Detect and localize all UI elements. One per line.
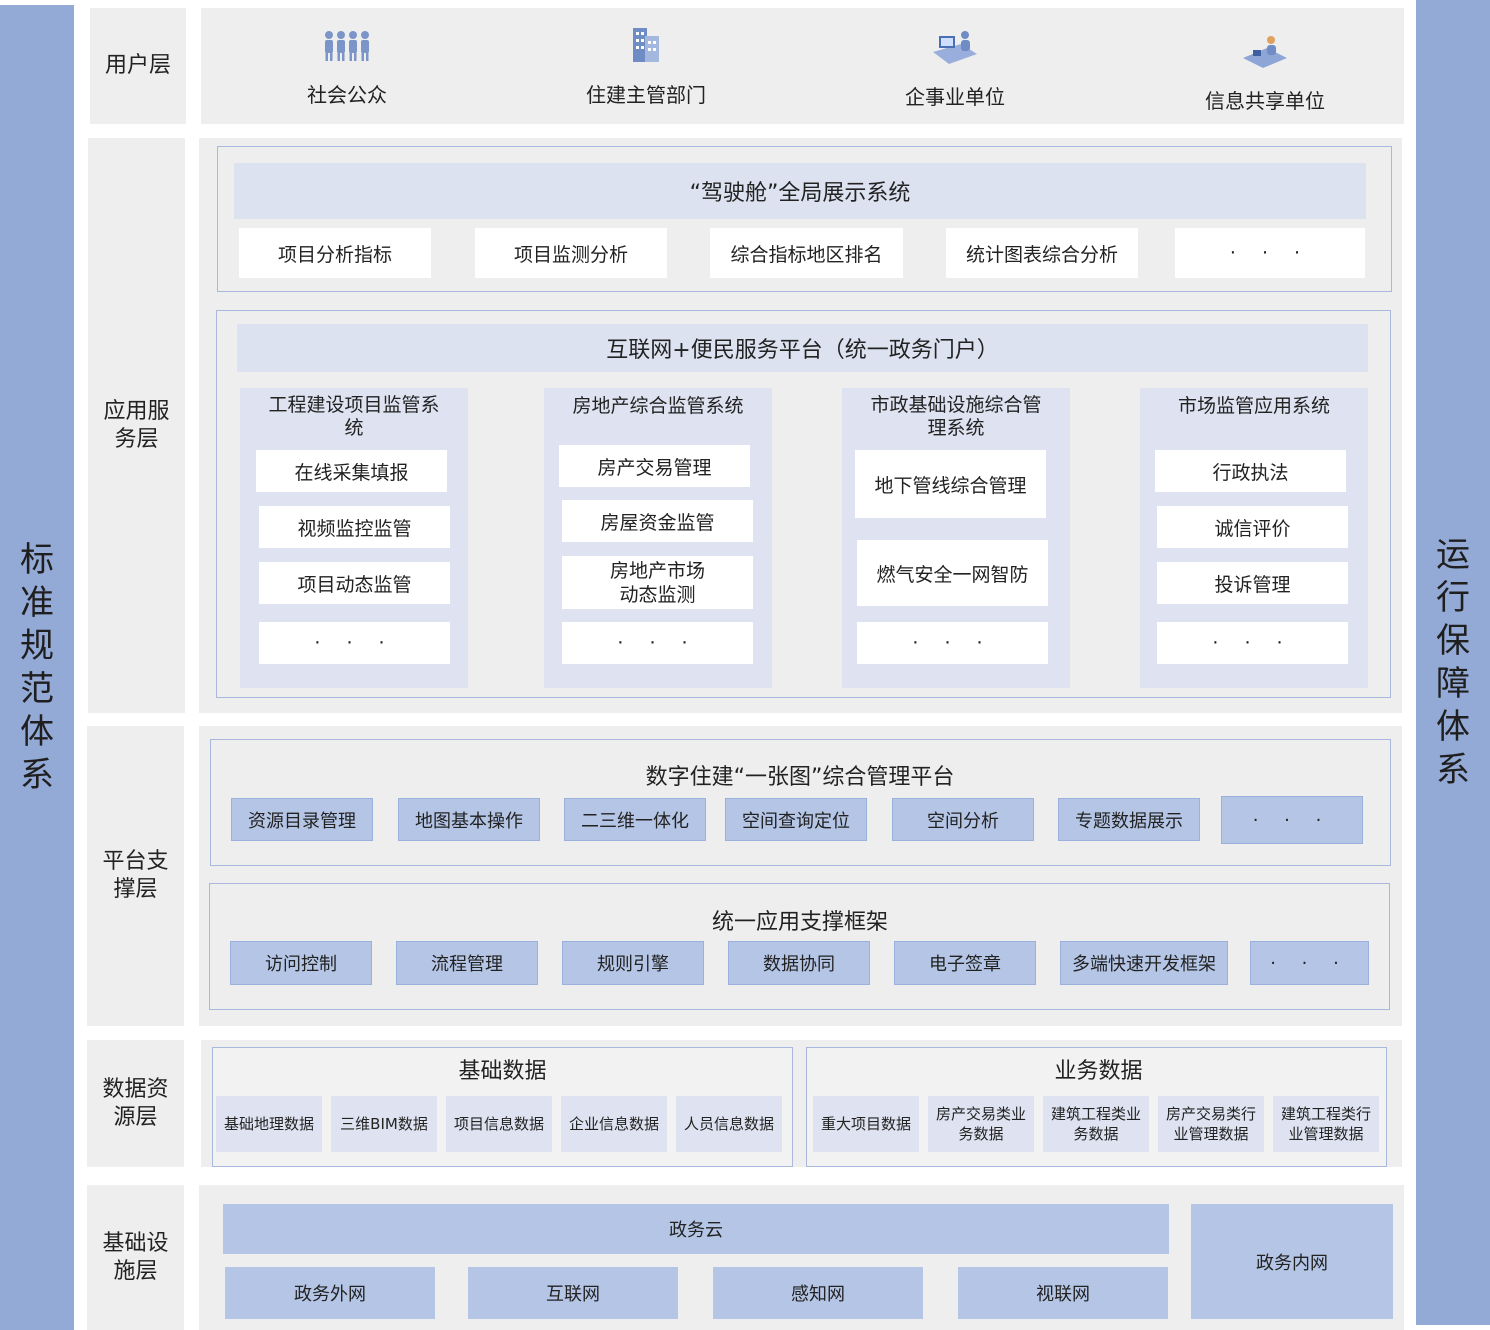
business-data-title: 业务数据 xyxy=(1054,1059,1143,1084)
user-info-sharing: 信息共享单位 xyxy=(1195,30,1335,114)
gov-intranet[interactable]: 政务内网 xyxy=(1191,1204,1393,1319)
framework-item-more[interactable]: · · · xyxy=(1250,941,1369,985)
system-title-market: 市场监管应用系统 xyxy=(1177,394,1330,417)
user-enterprise: 企事业单位 xyxy=(885,26,1025,110)
business-data-construction[interactable]: 建筑工程类业务数据 xyxy=(1043,1096,1149,1152)
cockpit-item-project-monitoring[interactable]: 项目监测分析 xyxy=(475,228,667,278)
item-property-trade[interactable]: 房产交易管理 xyxy=(559,445,750,487)
framework-item-access-control[interactable]: 访问控制 xyxy=(230,941,372,985)
item-video-monitoring[interactable]: 视频监控监管 xyxy=(259,506,450,548)
item-online-collection[interactable]: 在线采集填报 xyxy=(256,450,447,492)
cockpit-item-region-ranking[interactable]: 综合指标地区排名 xyxy=(710,228,903,278)
video-network[interactable]: 视联网 xyxy=(958,1267,1168,1319)
item-market-monitoring[interactable]: 房地产市场动态监测 xyxy=(562,556,753,609)
item-municipal-more[interactable]: · · · xyxy=(857,622,1048,664)
framework-item-dev-framework[interactable]: 多端快速开发框架 xyxy=(1060,941,1228,985)
framework-item-data-collab[interactable]: 数据协同 xyxy=(728,941,870,985)
system-title-real-estate: 房地产综合监管系统 xyxy=(572,394,744,417)
operations-system-label: 运行保障体系 xyxy=(1436,534,1470,790)
basic-data-project[interactable]: 项目信息数据 xyxy=(446,1096,552,1152)
people-group-icon xyxy=(325,31,369,61)
business-data-major-projects[interactable]: 重大项目数据 xyxy=(813,1096,919,1152)
cockpit-item-project-analysis[interactable]: 项目分析指标 xyxy=(239,228,431,278)
map-item-spatial-analysis[interactable]: 空间分析 xyxy=(892,798,1034,841)
user-housing-dept-label: 住建主管部门 xyxy=(586,83,706,107)
map-item-basic-operation[interactable]: 地图基本操作 xyxy=(398,798,540,841)
framework-title: 统一应用支撑框架 xyxy=(711,910,888,935)
left-side-bar: 标准规范体系 xyxy=(0,5,74,1330)
platform-layer-label: 平台支撑层 xyxy=(87,726,184,1026)
cockpit-item-more[interactable]: · · · xyxy=(1175,228,1365,278)
basic-data-bim[interactable]: 三维BIM数据 xyxy=(331,1096,437,1152)
basic-data-personnel[interactable]: 人员信息数据 xyxy=(676,1096,782,1152)
user-enterprise-label: 企事业单位 xyxy=(905,85,1005,109)
infra-layer-label: 基础设施层 xyxy=(87,1185,184,1330)
gov-extranet[interactable]: 政务外网 xyxy=(225,1267,435,1319)
map-item-2d3d[interactable]: 二三维一体化 xyxy=(564,798,706,841)
system-title-construction: 工程建设项目监管系统 xyxy=(268,394,440,439)
basic-data-enterprise[interactable]: 企业信息数据 xyxy=(561,1096,667,1152)
shared-desk-icon xyxy=(1243,36,1287,68)
map-item-resource-catalog[interactable]: 资源目录管理 xyxy=(231,798,373,841)
item-complaint-management[interactable]: 投诉管理 xyxy=(1157,562,1348,604)
user-layer-panel: 社会公众 住建主管部门 企事业单位 信息共享单位 xyxy=(201,8,1404,124)
item-construction-more[interactable]: · · · xyxy=(259,622,450,664)
item-gas-safety[interactable]: 燃气安全一网智防 xyxy=(857,540,1048,606)
internet[interactable]: 互联网 xyxy=(468,1267,678,1319)
item-real-estate-more[interactable]: · · · xyxy=(562,622,753,664)
user-info-sharing-label: 信息共享单位 xyxy=(1205,89,1325,113)
map-item-spatial-query[interactable]: 空间查询定位 xyxy=(725,798,867,841)
gov-cloud[interactable]: 政务云 xyxy=(223,1204,1169,1254)
basic-data-title: 基础数据 xyxy=(458,1059,547,1084)
computer-worker-icon xyxy=(933,31,977,64)
map-platform-title: 数字住建“一张图”综合管理平台 xyxy=(645,765,955,790)
item-project-dynamic[interactable]: 项目动态监管 xyxy=(259,562,450,604)
item-underground-pipeline[interactable]: 地下管线综合管理 xyxy=(855,450,1046,518)
framework-item-process[interactable]: 流程管理 xyxy=(396,941,538,985)
data-layer-label: 数据资源层 xyxy=(87,1040,184,1167)
portal-title: 互联网+便民服务平台（统一政务门户） xyxy=(237,324,1368,372)
user-public: 社会公众 xyxy=(287,26,407,108)
item-market-more[interactable]: · · · xyxy=(1157,622,1348,664)
item-housing-fund[interactable]: 房屋资金监管 xyxy=(562,500,753,542)
framework-item-e-seal[interactable]: 电子签章 xyxy=(894,941,1036,985)
sensing-network[interactable]: 感知网 xyxy=(713,1267,923,1319)
cockpit-item-chart-analysis[interactable]: 统计图表综合分析 xyxy=(946,228,1138,278)
right-side-bar: 运行保障体系 xyxy=(1416,0,1490,1325)
map-item-more[interactable]: · · · xyxy=(1221,796,1363,844)
item-law-enforcement[interactable]: 行政执法 xyxy=(1155,450,1346,492)
basic-data-geo[interactable]: 基础地理数据 xyxy=(216,1096,322,1152)
map-item-thematic-data[interactable]: 专题数据展示 xyxy=(1058,798,1200,841)
item-credit-evaluation[interactable]: 诚信评价 xyxy=(1157,506,1348,548)
standards-system-label: 标准规范体系 xyxy=(20,539,54,795)
user-layer-label: 用户层 xyxy=(90,8,186,124)
user-public-label: 社会公众 xyxy=(307,83,387,107)
cockpit-system-title: “驾驶舱”全局展示系统 xyxy=(234,163,1366,219)
user-housing-dept: 住建主管部门 xyxy=(576,22,716,108)
system-title-municipal: 市政基础设施综合管理系统 xyxy=(870,394,1042,439)
framework-item-rule-engine[interactable]: 规则引擎 xyxy=(562,941,704,985)
business-data-property-industry[interactable]: 房产交易类行业管理数据 xyxy=(1158,1096,1264,1152)
office-building-icon xyxy=(633,28,659,62)
app-layer-label: 应用服务层 xyxy=(88,138,185,713)
business-data-property-trade[interactable]: 房产交易类业务数据 xyxy=(928,1096,1034,1152)
business-data-construction-industry[interactable]: 建筑工程类行业管理数据 xyxy=(1273,1096,1379,1152)
